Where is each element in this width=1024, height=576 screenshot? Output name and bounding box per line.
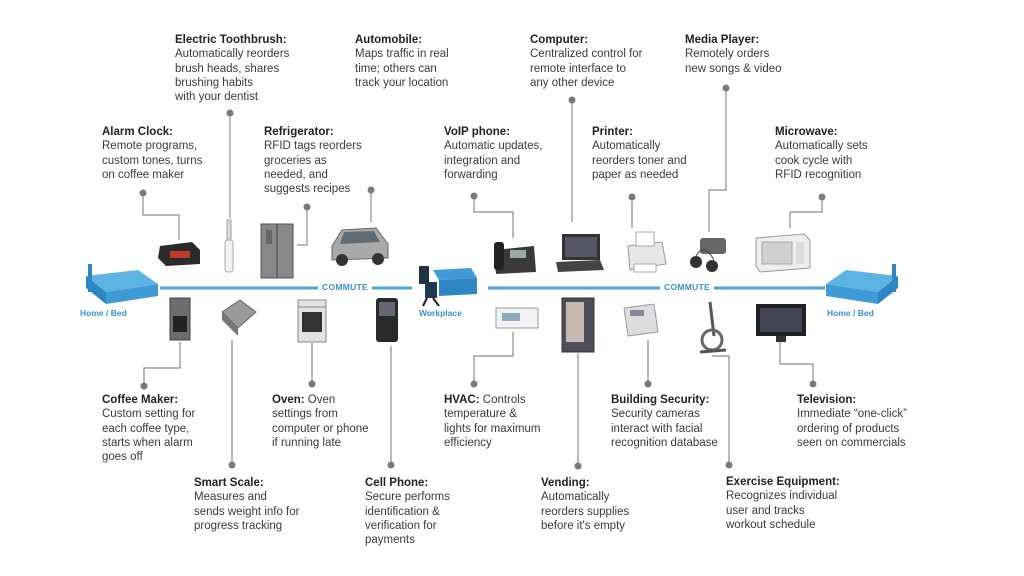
bed-right-icon <box>826 264 898 304</box>
exercise-bike-icon <box>699 301 727 354</box>
voip-phone-icon <box>494 242 536 274</box>
automobile-icon <box>331 227 389 266</box>
cell-phone-label: Cell Phone: Secure performs identificati… <box>365 477 451 547</box>
fridge-connector <box>297 207 308 246</box>
home-bed-left-label: Home / Bed <box>80 308 127 318</box>
television-icon <box>756 304 806 342</box>
cell-phone-icon <box>376 298 398 342</box>
hvac-thermostat-icon <box>495 307 539 329</box>
exercise-connector <box>712 355 730 465</box>
tv-connector <box>779 342 814 384</box>
voip-phone-label: VoIP phone: Automatic updates, integrati… <box>444 126 543 181</box>
television-label: Television: Immediate “one-click” orderi… <box>797 394 907 449</box>
media-connector <box>708 88 727 232</box>
laptop-computer-icon <box>556 234 604 272</box>
microwave-connector <box>789 197 823 228</box>
refrigerator-label: Refrigerator: RFID tags reorders groceri… <box>264 126 362 196</box>
coffee-maker-label: Coffee Maker: Custom setting for each co… <box>102 394 196 464</box>
voip-connector <box>473 196 514 238</box>
computer-label: Computer: Centralized control for remote… <box>530 34 643 89</box>
alarm-clock-label: Alarm Clock: Remote programs, custom ton… <box>102 126 203 181</box>
alarm-connector <box>142 193 180 240</box>
workplace-label: Workplace <box>419 308 462 318</box>
workplace-desk-icon <box>419 266 477 307</box>
building-security-panel-icon <box>623 303 659 337</box>
bed-left-icon <box>86 264 158 304</box>
vending-label: Vending: Automatically reorders supplies… <box>541 477 630 532</box>
printer-icon <box>627 231 667 273</box>
printer-label: Printer: Automatically reorders toner an… <box>592 126 687 181</box>
hvac-label: HVAC: Controls temperature & lights for … <box>444 394 541 449</box>
microwave-label: Microwave: Automatically sets cook cycle… <box>775 126 868 181</box>
commute-right-label: COMMUTE <box>660 282 715 292</box>
hvac-connector <box>473 332 514 384</box>
microwave-icon <box>755 233 811 273</box>
alarm-clock-icon <box>158 242 200 266</box>
toothbrush-label: Electric Toothbrush: Automatically reord… <box>175 34 290 104</box>
oven-label: Oven: Oven settings from computer or pho… <box>272 394 369 449</box>
home-bed-right-label: Home / Bed <box>827 308 874 318</box>
exercise-equipment-label: Exercise Equipment: Recognizes individua… <box>726 476 840 531</box>
oven-icon <box>297 299 327 343</box>
toothbrush-icon <box>224 219 234 273</box>
coffee-maker-icon <box>169 297 191 341</box>
refrigerator-icon <box>260 223 294 279</box>
smart-scale-icon <box>221 299 257 336</box>
media-player-label: Media Player: Remotely orders new songs … <box>685 34 782 75</box>
coffee-connector <box>143 342 181 386</box>
smart-scale-label: Smart Scale: Measures and sends weight i… <box>194 477 300 532</box>
automobile-label: Automobile: Maps traffic in real time; o… <box>355 34 449 89</box>
commute-left-label: COMMUTE <box>318 282 373 292</box>
media-player-icon <box>690 238 726 272</box>
vending-machine-icon <box>561 297 595 353</box>
building-security-label: Building Security: Security cameras inte… <box>611 394 718 449</box>
